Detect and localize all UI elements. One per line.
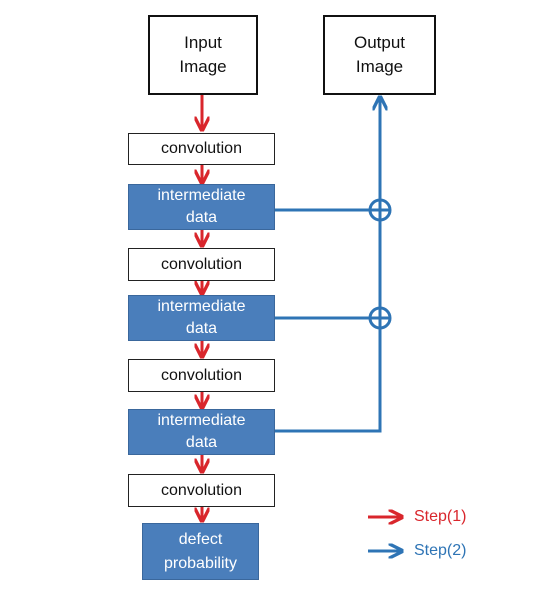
step2-connections <box>275 97 392 433</box>
intermediate-label-line2: data <box>185 434 218 451</box>
input-image-label-line1: Input <box>184 33 222 52</box>
convolution-label: convolution <box>161 366 242 384</box>
output-image-box: Output Image <box>323 15 436 95</box>
intermediate-label-line2: data <box>185 320 218 337</box>
legend-arrows <box>368 517 402 551</box>
skip-line-3 <box>275 329 382 433</box>
intermediate-label-line1: intermediate <box>157 187 246 204</box>
input-image-box: Input Image <box>148 15 258 95</box>
convolution-label: convolution <box>161 481 242 499</box>
intermediate-data-box-1: intermediate data <box>128 184 275 230</box>
convolution-box-4: convolution <box>128 474 275 507</box>
convolution-box-3: convolution <box>128 359 275 392</box>
convolution-box-2: convolution <box>128 248 275 281</box>
legend-step1-label: Step(1) <box>414 508 467 525</box>
defect-probability-box: defect probability <box>142 523 259 580</box>
intermediate-label-line2: data <box>185 209 218 226</box>
convolution-box-1: convolution <box>128 133 275 165</box>
output-image-label-line2: Image <box>355 57 404 76</box>
convolution-label: convolution <box>161 140 242 157</box>
intermediate-label-line1: intermediate <box>157 412 246 429</box>
intermediate-data-box-2: intermediate data <box>128 295 275 341</box>
convolution-label: convolution <box>161 255 242 273</box>
defect-probability-label-line1: defect <box>178 530 223 548</box>
legend-step2-label: Step(2) <box>414 542 467 559</box>
input-image-label-line2: Image <box>179 57 227 76</box>
intermediate-label-line1: intermediate <box>157 298 246 315</box>
circled-plus-icon <box>368 306 392 330</box>
output-image-label-line1: Output <box>353 33 406 52</box>
circled-plus-icon <box>368 198 392 222</box>
intermediate-data-box-3: intermediate data <box>128 409 275 455</box>
defect-probability-label-line2: probability <box>164 554 237 572</box>
